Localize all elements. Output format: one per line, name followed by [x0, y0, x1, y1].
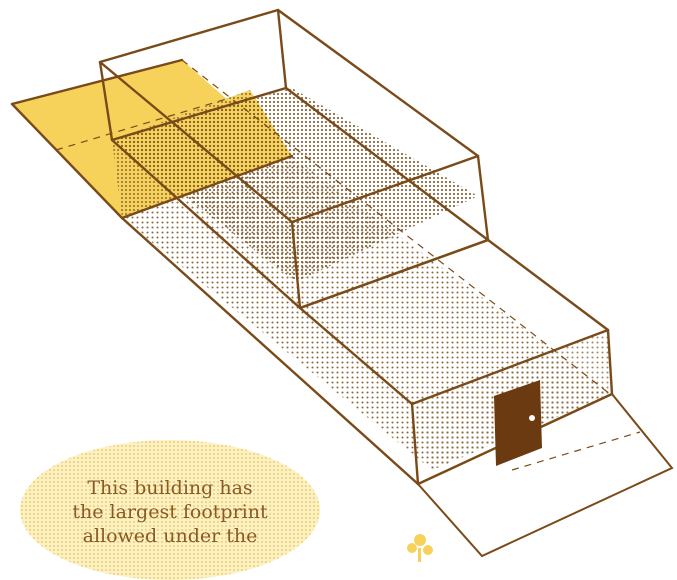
flower-icon: [407, 534, 433, 562]
tall-block-edge-2: [278, 10, 286, 88]
caption-line-1: This building has: [40, 476, 300, 500]
caption-line-3: allowed under the: [40, 524, 300, 548]
tall-block-edge-3: [478, 156, 488, 240]
caption: This building has the largest footprint …: [40, 476, 300, 548]
caption-line-2: the largest footprint: [40, 500, 300, 524]
